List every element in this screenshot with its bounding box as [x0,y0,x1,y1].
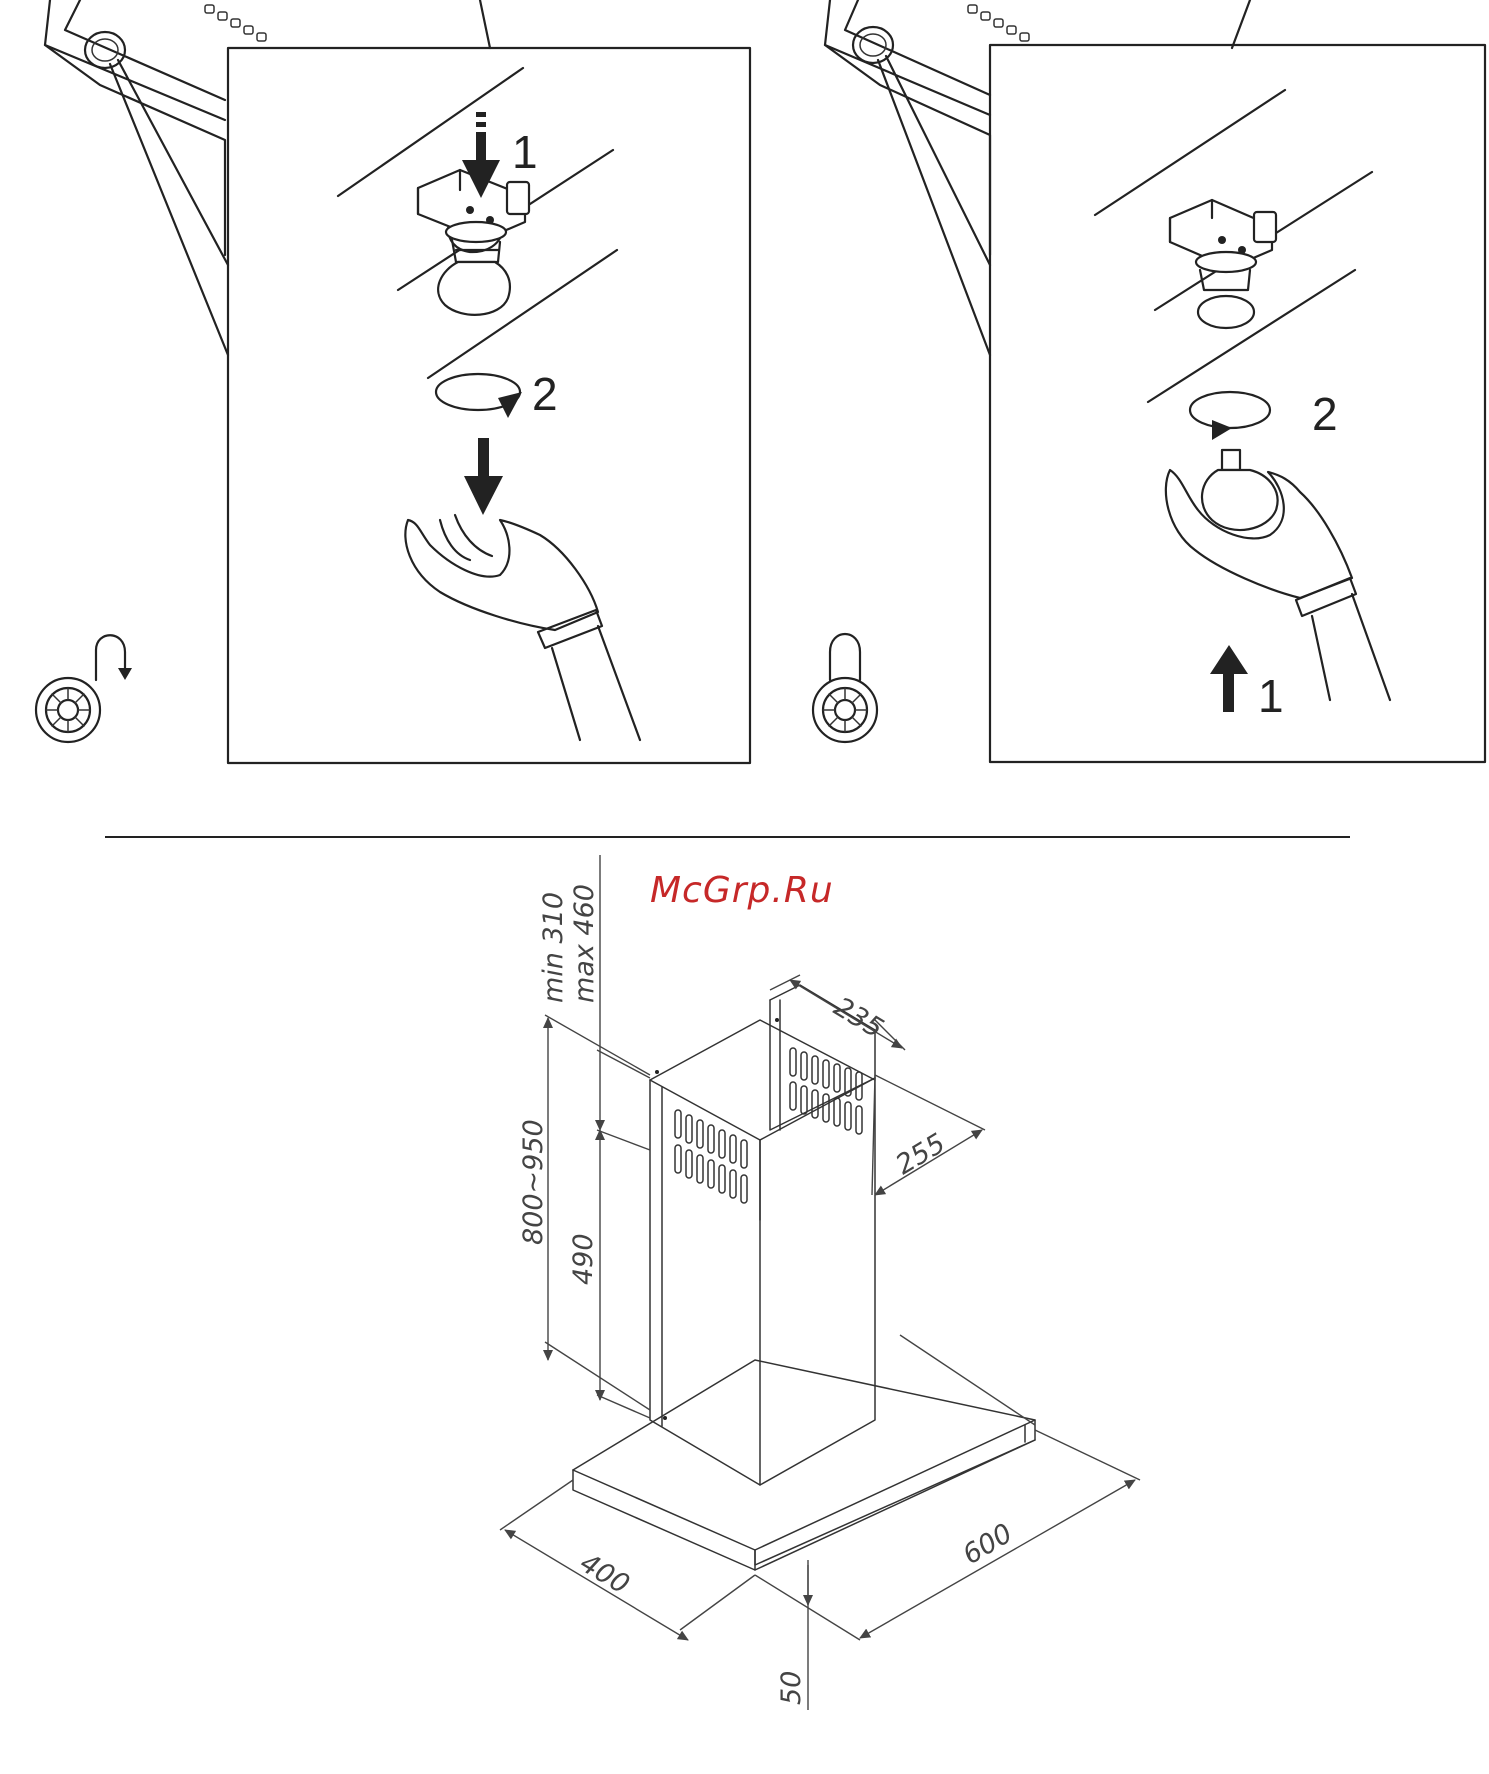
dim-chimney-depth: 255 [891,1128,951,1181]
closed-padlock-icon [813,634,877,742]
vent-slots-lower [675,1110,747,1203]
panel-install-bulb: 2 1 [813,0,1485,762]
up-arrow-icon [1210,645,1248,712]
step-1-label-right: 1 [1258,670,1284,722]
gloved-hand-icon-left [405,515,640,740]
panel-remove-bulb: 1 2 [36,0,750,763]
hood-dimension-drawing: min 310 max 460 235 255 800~950 490 400 … [500,855,1140,1710]
bulb-in-hand-icon [1202,450,1278,530]
dim-chimney-width: 235 [828,991,888,1044]
dim-total-height: 800~950 [518,1119,549,1245]
bulb-icon [438,262,510,315]
step-2-label-right: 2 [1312,388,1338,440]
vent-dots-right [968,5,1029,41]
dim-chimney-max: max 460 [569,884,600,1003]
rotate-arrow-icon-left [436,374,522,418]
zoom-box-remove [228,48,750,763]
lamp-holder-left [418,170,529,262]
chimney-lower [650,1078,875,1485]
dim-hood-thickness: 50 [776,1671,807,1705]
hood-corner-left [45,0,490,355]
dim-hood-depth: 400 [574,1547,634,1600]
vent-slots-upper [790,1048,862,1134]
lamp-holder-right [1170,200,1276,328]
step-1-label-left: 1 [512,126,538,178]
dim-chimney-min: min 310 [538,892,569,1003]
dim-lower-chimney: 490 [568,1233,599,1285]
vent-dots-left [205,5,266,41]
zoom-box-install [990,45,1485,762]
down-arrow-icon [464,438,503,515]
rotate-arrow-icon-right [1190,392,1270,440]
watermark-text: McGrp.Ru [650,870,834,911]
step-2-label-left: 2 [532,368,558,420]
open-padlock-icon [36,635,132,742]
hood-corner-right [825,0,1250,355]
dim-line-hood-width [860,1480,1135,1638]
dim-hood-width: 600 [958,1518,1018,1571]
